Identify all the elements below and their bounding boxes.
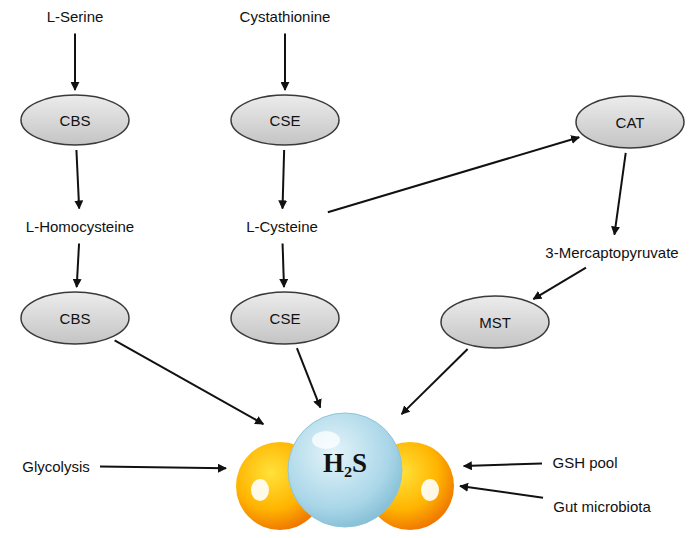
- pathway-arrow: [284, 34, 286, 91]
- enzyme-ellipse: CSE: [230, 291, 340, 345]
- pathway-arrow: [76, 150, 79, 209]
- enzyme-name: CAT: [616, 114, 645, 131]
- enzyme-name: CSE: [270, 112, 301, 129]
- enzyme-name: CBS: [60, 112, 91, 129]
- pathway-arrow: [328, 137, 579, 212]
- node-text: L-Serine: [47, 8, 104, 25]
- source-label: Glycolysis: [19, 456, 93, 477]
- molecule-formula: H₂S: [323, 448, 367, 479]
- pathway-arrow: [614, 153, 625, 235]
- pathway-arrow: [460, 486, 543, 498]
- substrate-label: L-Serine: [44, 6, 107, 27]
- node-text: Cystathionine: [240, 8, 331, 25]
- node-text: L-Homocysteine: [26, 218, 134, 235]
- node-text: Glycolysis: [22, 458, 90, 475]
- source-label: Gut microbiota: [550, 496, 654, 517]
- node-text: 3-Mercaptopyruvate: [545, 244, 678, 261]
- metabolite-label: L-Homocysteine: [23, 216, 138, 237]
- metabolite-label: L-Cysteine: [243, 216, 321, 237]
- h2s-molecule: H₂S: [230, 410, 460, 530]
- enzyme-ellipse: CAT: [575, 95, 685, 149]
- enzyme-name: CSE: [270, 310, 301, 327]
- pathway-arrow: [283, 243, 284, 287]
- pathway-arrow: [77, 243, 79, 287]
- source-label: GSH pool: [549, 452, 621, 473]
- enzyme-ellipse: CSE: [230, 94, 340, 146]
- node-text: L-Cysteine: [246, 218, 318, 235]
- pathway-arrow: [115, 340, 264, 424]
- enzyme-ellipse: MST: [440, 295, 550, 349]
- metabolite-label: 3-Mercaptopyruvate: [542, 242, 682, 263]
- pathway-arrow: [74, 34, 76, 91]
- enzyme-name: CBS: [60, 310, 91, 327]
- pathway-arrow: [100, 467, 226, 469]
- substrate-label: Cystathionine: [237, 6, 334, 27]
- node-text: GSH pool: [552, 454, 617, 471]
- pathway-arrow: [282, 150, 284, 209]
- enzyme-ellipse: CBS: [20, 291, 130, 345]
- pathway-arrow: [464, 463, 542, 466]
- pathway-arrow: [533, 268, 586, 300]
- enzyme-name: MST: [479, 314, 511, 331]
- node-text: Gut microbiota: [553, 498, 651, 515]
- pathway-arrow: [297, 348, 320, 407]
- pathway-arrow: [402, 349, 468, 414]
- enzyme-ellipse: CBS: [20, 94, 130, 146]
